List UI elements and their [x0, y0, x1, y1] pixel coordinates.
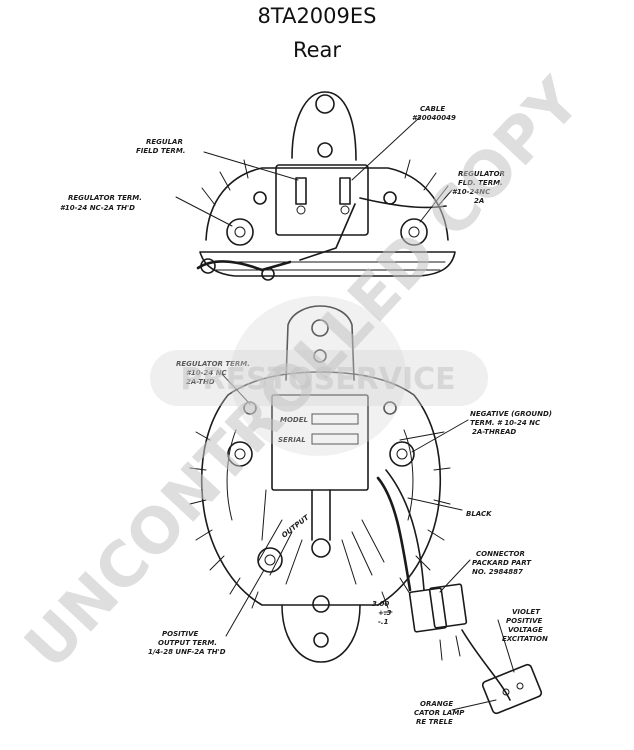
- label-regulator-term-bottom-1: REGULATOR TERM.: [176, 360, 250, 368]
- label-regulator-fld-1: REGULATOR: [458, 170, 505, 178]
- bottom-view-leaders: [221, 373, 515, 711]
- label-positive-output-3: 1/4-28 UNF-2A TH'D: [148, 648, 226, 656]
- label-positive-output-2: OUTPUT TERM.: [158, 639, 217, 647]
- label-model: MODEL: [280, 416, 308, 424]
- top-view-alternator: [196, 91, 456, 281]
- label-regulator-fld-4: 2A: [474, 197, 484, 205]
- label-positive-output-1: POSITIVE: [162, 630, 199, 638]
- label-dim-2: +.3: [378, 609, 392, 617]
- label-negative-term-3: 2A-THREAD: [472, 428, 516, 436]
- label-orange-3: RE TRELE: [416, 718, 453, 726]
- label-connector-2: PACKARD PART: [472, 559, 532, 567]
- label-regulator-fld-2: FLD. TERM.: [458, 179, 503, 187]
- label-orange-2: CATOR LAMP: [414, 709, 465, 717]
- watermark-badge-text: PRESTOSERVICE: [180, 362, 455, 397]
- label-connector-1: CONNECTOR: [476, 550, 525, 558]
- label-orange-1: ORANGE: [420, 700, 453, 708]
- label-violet-3: VOLTAGE: [508, 626, 543, 634]
- label-serial: SERIAL: [278, 436, 306, 444]
- label-regulator-term-bottom-3: 2A-THD: [186, 378, 215, 386]
- bottom-view-alternator: [189, 305, 543, 715]
- label-regulator-term-bottom-2: #10-24 NC: [186, 369, 228, 377]
- label-negative-term-2: TERM. # 10-24 NC: [470, 419, 541, 427]
- label-regulator-fld-3: #10-24NC: [452, 188, 491, 196]
- label-negative-term-1: NEGATIVE (GROUND): [470, 410, 552, 418]
- label-dim-3: -.1: [378, 618, 389, 626]
- top-view-leaders: [175, 116, 449, 227]
- diagram-subtitle: Rear: [292, 38, 342, 62]
- label-dim-1: 3.00: [372, 600, 389, 608]
- label-regulator-term-top-1: REGULATOR TERM.: [68, 194, 142, 202]
- label-violet-2: POSITIVE: [506, 617, 543, 625]
- label-connector-3: NO. 2984887: [472, 568, 523, 576]
- label-black: BLACK: [466, 510, 492, 518]
- watermark-badge: [150, 350, 488, 406]
- label-regular-field-term-1: REGULAR: [146, 138, 183, 146]
- label-regulator-term-top-2: #10-24 NC-2A TH'D: [60, 204, 135, 212]
- watermark-disc: [230, 296, 406, 456]
- top-view-label-group: REGULAR FIELD TERM. CABLE #30040049 REGU…: [60, 105, 505, 212]
- diagram-title: 8TA2009ES: [257, 4, 377, 28]
- watermark-diagonal-text: UNCONTROLLED COPY: [10, 63, 595, 683]
- watermark: PRESTOSERVICE UNCONTROLLED COPY: [10, 63, 595, 683]
- label-cable-2: #30040049: [412, 114, 456, 122]
- label-cable-1: CABLE: [420, 105, 445, 113]
- label-regular-field-term-2: FIELD TERM.: [136, 147, 185, 155]
- label-output: OUTPUT: [280, 513, 311, 540]
- label-violet-4: EXCITATION: [502, 635, 548, 643]
- label-violet-1: VIOLET: [512, 608, 541, 616]
